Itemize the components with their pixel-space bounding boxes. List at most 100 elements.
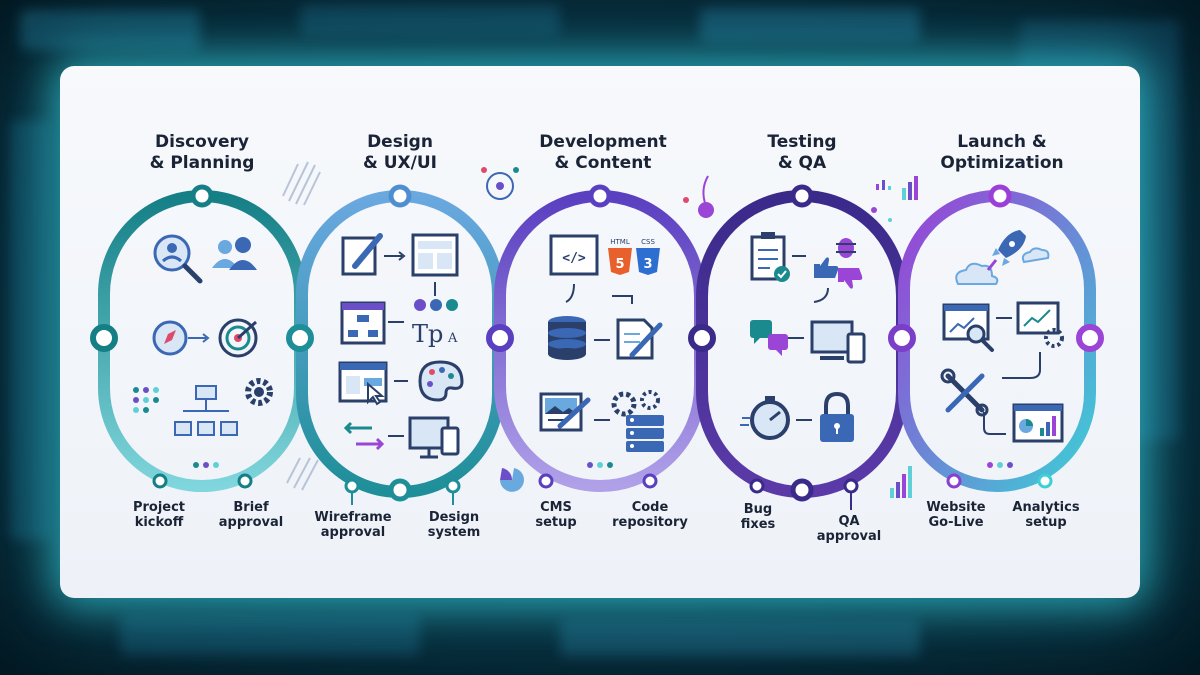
image-edit-icon [539,392,591,432]
milestone-line: Code [631,500,669,515]
decorative-dots [987,462,1013,468]
milestone-line: system [427,525,481,540]
stage-loop-discovery [98,190,306,492]
checklist-icon [750,232,790,282]
user-search-icon [153,234,203,284]
decorative-dots [133,387,219,468]
report-icon [1012,403,1064,443]
thumbs-down-icon [838,268,863,289]
milestone-design-system: Design system [394,510,514,540]
responsive-icon [810,320,866,364]
lock-icon [820,391,854,442]
stage-title-line: Optimization [940,153,1064,173]
milestone-markers [152,473,1053,510]
milestone-line: setup [1025,515,1067,530]
sitemap-icon [340,301,404,345]
ui-click-icon [338,361,408,406]
flow-arrows [983,317,1041,435]
milestone-line: QA [838,514,860,529]
gear-icon [245,378,273,406]
bug-icon [836,238,856,258]
stage-loop-testing [696,190,908,498]
milestone-line: Website [926,500,986,515]
svg-text:3: 3 [643,257,652,272]
stage-title-line: & QA [777,153,827,173]
stage-title-launch: Launch & Optimization [907,132,1097,174]
milestone-line: Bug [743,502,773,517]
connector-nodes [90,184,1104,502]
rocket-icon [986,230,1026,271]
target-icon [218,318,258,358]
flow-arrows [565,283,633,421]
svg-text:CSS: CSS [641,238,655,246]
milestone-line: approval [816,529,882,544]
swap-arrows-icon [343,421,404,451]
decorative-bars [871,176,918,498]
devices-icon [408,416,460,459]
decorative-orbit [481,167,519,200]
server-gear-icon [611,390,664,452]
typography-icon: Tp A [412,299,458,348]
milestone-line: setup [535,515,577,530]
milestone-line: Analytics [1012,500,1080,515]
milestone-project-kickoff: Project kickoff [99,500,219,530]
stage-title-line: Testing [767,132,837,152]
svg-text:</>: </> [562,251,586,266]
background-panel [560,620,920,656]
svg-text:5: 5 [615,257,624,272]
stage-title-line: Discovery [155,132,249,152]
feedback-icon [750,320,788,356]
milestone-wireframe-approval: Wireframe approval [293,510,413,540]
background-panel [300,5,560,35]
background-panel [120,615,420,655]
decorative-dots [500,462,613,492]
milestone-brief-approval: Brief approval [191,500,311,530]
stage-title-testing: Testing & QA [707,132,897,174]
css3-icon: CSS 3 [636,238,660,275]
hatched-circle-decoration [282,161,321,491]
stage-title-design: Design & UX/UI [305,132,495,174]
milestone-qa-approval: QA approval [789,514,909,544]
svg-text:A: A [447,331,458,346]
milestone-line: Project [132,500,186,515]
background-panel [10,120,50,540]
stage-title-development: Development & Content [508,132,698,174]
milestone-line: Wireframe [314,510,392,525]
users-icon [212,237,257,270]
pencil-note-icon [341,233,406,276]
compass-icon [152,320,210,356]
flowchart-icon [174,385,238,436]
milestone-line: Design [428,510,480,525]
flow-arrows [788,255,829,421]
stopwatch-icon [740,396,790,440]
background-panel [20,10,200,50]
decorative-swirl [683,175,714,218]
thumbs-up-icon [814,257,839,278]
code-window-icon: </> [549,234,599,276]
milestone-code-repository: Code repository [590,500,710,530]
svg-text:Tp: Tp [412,320,443,348]
milestone-line: Brief [233,500,269,515]
stage-title-line: & Planning [149,153,255,173]
stage-title-line: Development [539,132,667,152]
stage-title-line: & Content [554,153,652,173]
milestone-line: kickoff [134,515,184,530]
wireframe-icon [411,233,459,296]
analytics-search-icon [942,303,994,352]
milestone-line: fixes [740,517,776,532]
palette-icon [418,360,464,402]
milestone-line: CMS [540,500,572,515]
milestone-bug-fixes: Bug fixes [698,502,818,532]
stage-title-line: Launch & [957,132,1047,152]
tools-icon [940,368,989,417]
milestone-line: Go-Live [928,515,984,530]
svg-text:HTML: HTML [610,238,630,246]
milestone-line: approval [320,525,386,540]
html5-icon: HTML 5 [608,238,632,275]
document-edit-icon [616,318,663,360]
stage-loop-design [296,190,504,498]
milestone-website-go-live: Website Go-Live [896,500,1016,530]
milestone-line: repository [612,515,688,530]
milestone-cms-setup: CMS setup [496,500,616,530]
